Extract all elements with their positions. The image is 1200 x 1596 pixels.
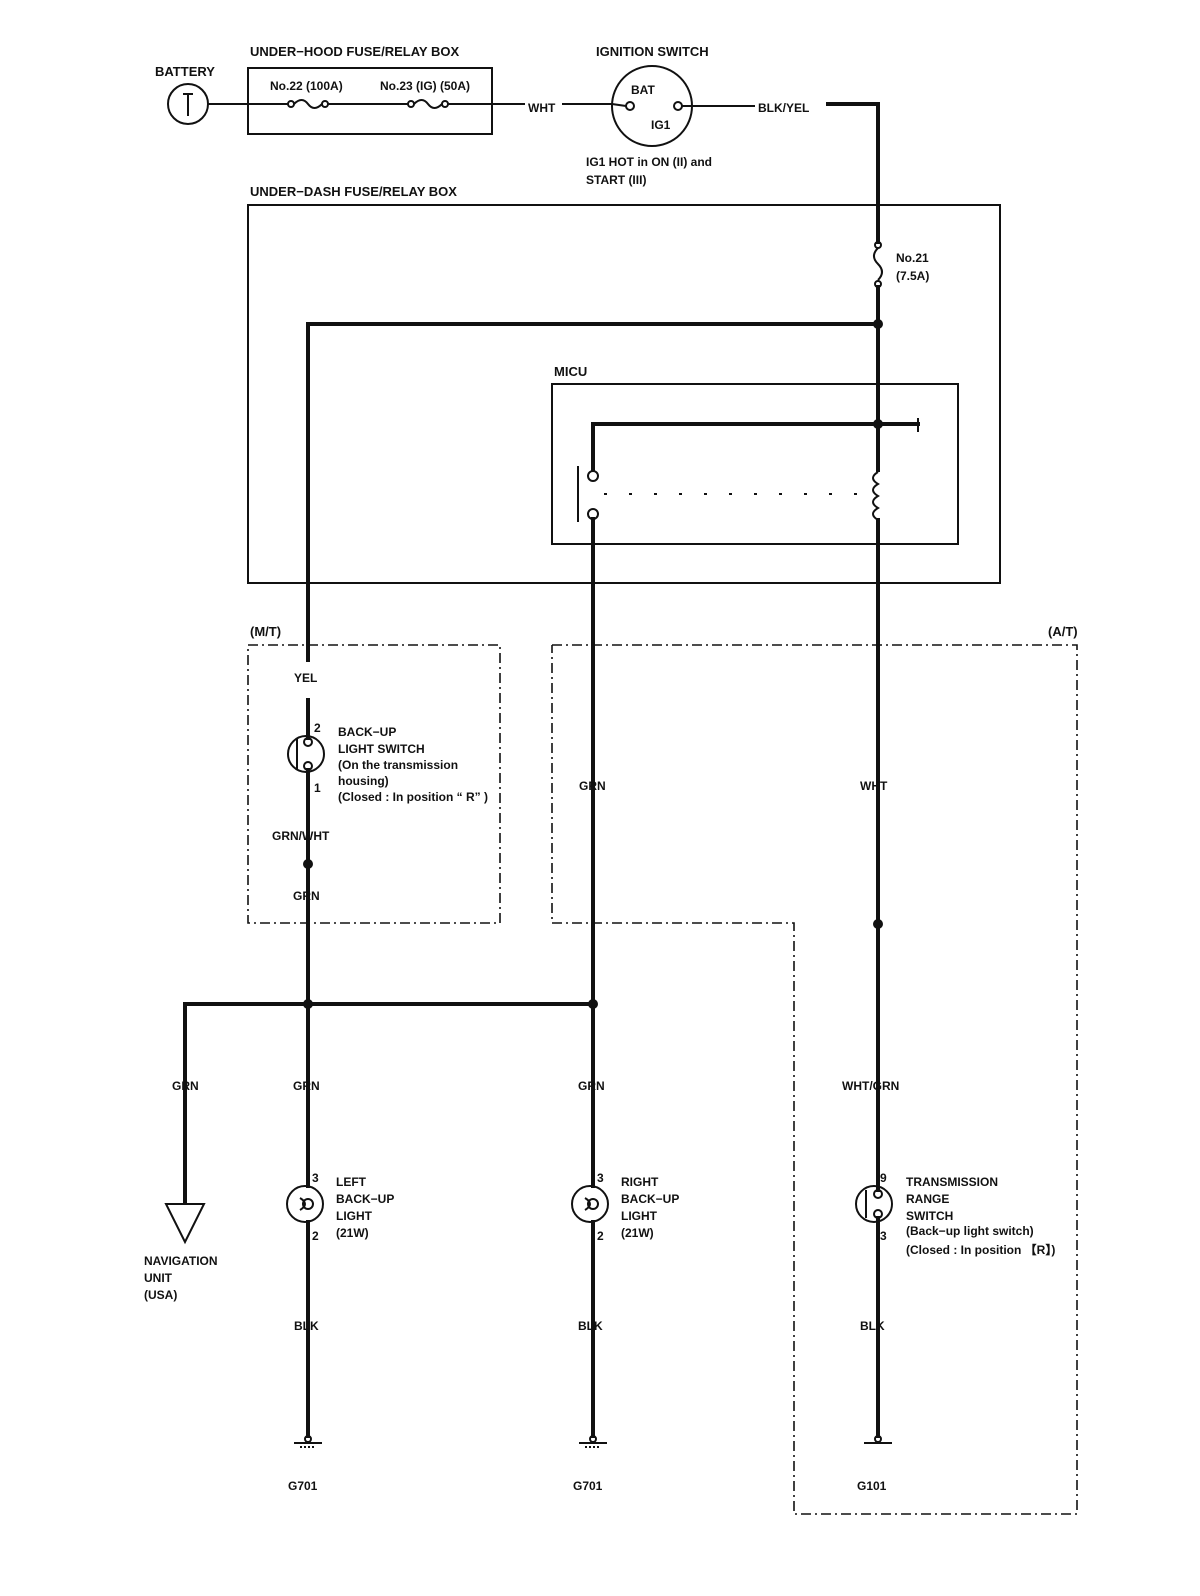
transmission-range-switch: WHT/GRN 9 3 TRANSMISSION RANGE SWITCH (B… (842, 1079, 1055, 1493)
mt-tag: (M/T) (250, 624, 281, 639)
right-pin-3: 3 (597, 1171, 604, 1185)
wire-blk-left: BLK (294, 1319, 319, 1333)
wire-grn-wht: GRN/WHT (272, 829, 330, 843)
battery: BATTERY (155, 64, 220, 125)
left-line1: LEFT (336, 1175, 367, 1189)
ignition-bat: BAT (631, 83, 655, 97)
fuse-21-label-a: No.21 (896, 251, 929, 265)
left-line3: LIGHT (336, 1209, 373, 1223)
at-tag: (A/T) (1048, 624, 1078, 639)
micu: MICU (551, 364, 959, 602)
mt-switch-line3: (On the transmission (338, 758, 458, 772)
right-pin-2: 2 (597, 1229, 604, 1243)
right-backup-light: GRN 3 2 RIGHT BACK−UP LIGHT (21W) BLK G7… (571, 1002, 679, 1493)
right-line3: LIGHT (621, 1209, 658, 1223)
wire-grn-mid: GRN (579, 779, 606, 793)
fuse-23-label: No.23 (IG) (50A) (380, 79, 470, 93)
mt-switch-line1: BACK−UP (338, 725, 396, 739)
left-line2: BACK−UP (336, 1192, 394, 1206)
ground-left: G701 (288, 1479, 318, 1493)
right-line2: BACK−UP (621, 1192, 679, 1206)
nav-line2: UNIT (144, 1271, 173, 1285)
under-dash-fuse-box: UNDER−DASH FUSE/RELAY BOX No.21 (7.5A) (247, 184, 1001, 662)
wire-blk-yel: BLK/YEL (758, 101, 809, 115)
ground-trs: G101 (857, 1479, 887, 1493)
ignition-switch: IGNITION SWITCH BAT IG1 IG1 HOT in ON (I… (586, 44, 755, 187)
fuse-22-label: No.22 (100A) (270, 79, 343, 93)
mt-switch-line5: (Closed : In position “ R” ) (338, 790, 488, 804)
under-hood-title: UNDER−HOOD FUSE/RELAY BOX (250, 44, 459, 59)
left-pin-3: 3 (312, 1171, 319, 1185)
wire-yel: YEL (294, 671, 317, 685)
nav-line1: NAVIGATION (144, 1254, 218, 1268)
ground-right: G701 (573, 1479, 603, 1493)
navigation-unit: GRN NAVIGATION UNIT (USA) (144, 1079, 218, 1302)
fuse-21-label-b: (7.5A) (896, 269, 929, 283)
ignition-note-2: START (III) (586, 173, 646, 187)
trs-pin-9: 9 (880, 1171, 887, 1185)
mt-pin-1: 1 (314, 781, 321, 795)
wire-grn-left: GRN (293, 1079, 320, 1093)
left-pin-2: 2 (312, 1229, 319, 1243)
under-dash-title: UNDER−DASH FUSE/RELAY BOX (250, 184, 457, 199)
trs-line5: (Closed : In position 【R】) (906, 1242, 1055, 1257)
wire-wht-grn: WHT/GRN (842, 1079, 899, 1093)
battery-label: BATTERY (155, 64, 215, 79)
at-section: (A/T) (551, 624, 1078, 1515)
trs-pin-3: 3 (880, 1229, 887, 1243)
mt-switch-line2: LIGHT SWITCH (338, 742, 425, 756)
wire-blk-trs: BLK (860, 1319, 885, 1333)
left-backup-light: GRN 3 2 LEFT BACK−UP LIGHT (21W) BLK G70… (286, 1002, 394, 1493)
wire-blk-right: BLK (578, 1319, 603, 1333)
mt-pin-2: 2 (314, 721, 321, 735)
trs-line2: RANGE (906, 1192, 949, 1206)
wire-grn-nav: GRN (172, 1079, 199, 1093)
mt-switch-line4: housing) (338, 774, 389, 788)
ignition-ig1: IG1 (651, 118, 671, 132)
left-line4: (21W) (336, 1226, 369, 1240)
ignition-note-1: IG1 HOT in ON (II) and (586, 155, 712, 169)
nav-line3: (USA) (144, 1288, 177, 1302)
wire-grn-right: GRN (578, 1079, 605, 1093)
micu-title: MICU (554, 364, 587, 379)
ignition-title: IGNITION SWITCH (596, 44, 709, 59)
trs-line4: (Back−up light switch) (906, 1224, 1034, 1238)
mt-section: (M/T) YEL 2 1 BACK−UP LIGHT SWITCH (On t… (247, 624, 501, 1006)
trs-line3: SWITCH (906, 1209, 953, 1223)
under-hood-fuse-box: UNDER−HOOD FUSE/RELAY BOX No.22 (100A) N… (220, 44, 525, 135)
wire-wht-mid: WHT (860, 779, 888, 793)
right-line1: RIGHT (621, 1175, 659, 1189)
wire-wht-top: WHT (528, 101, 556, 115)
trs-line1: TRANSMISSION (906, 1175, 998, 1189)
right-line4: (21W) (621, 1226, 654, 1240)
